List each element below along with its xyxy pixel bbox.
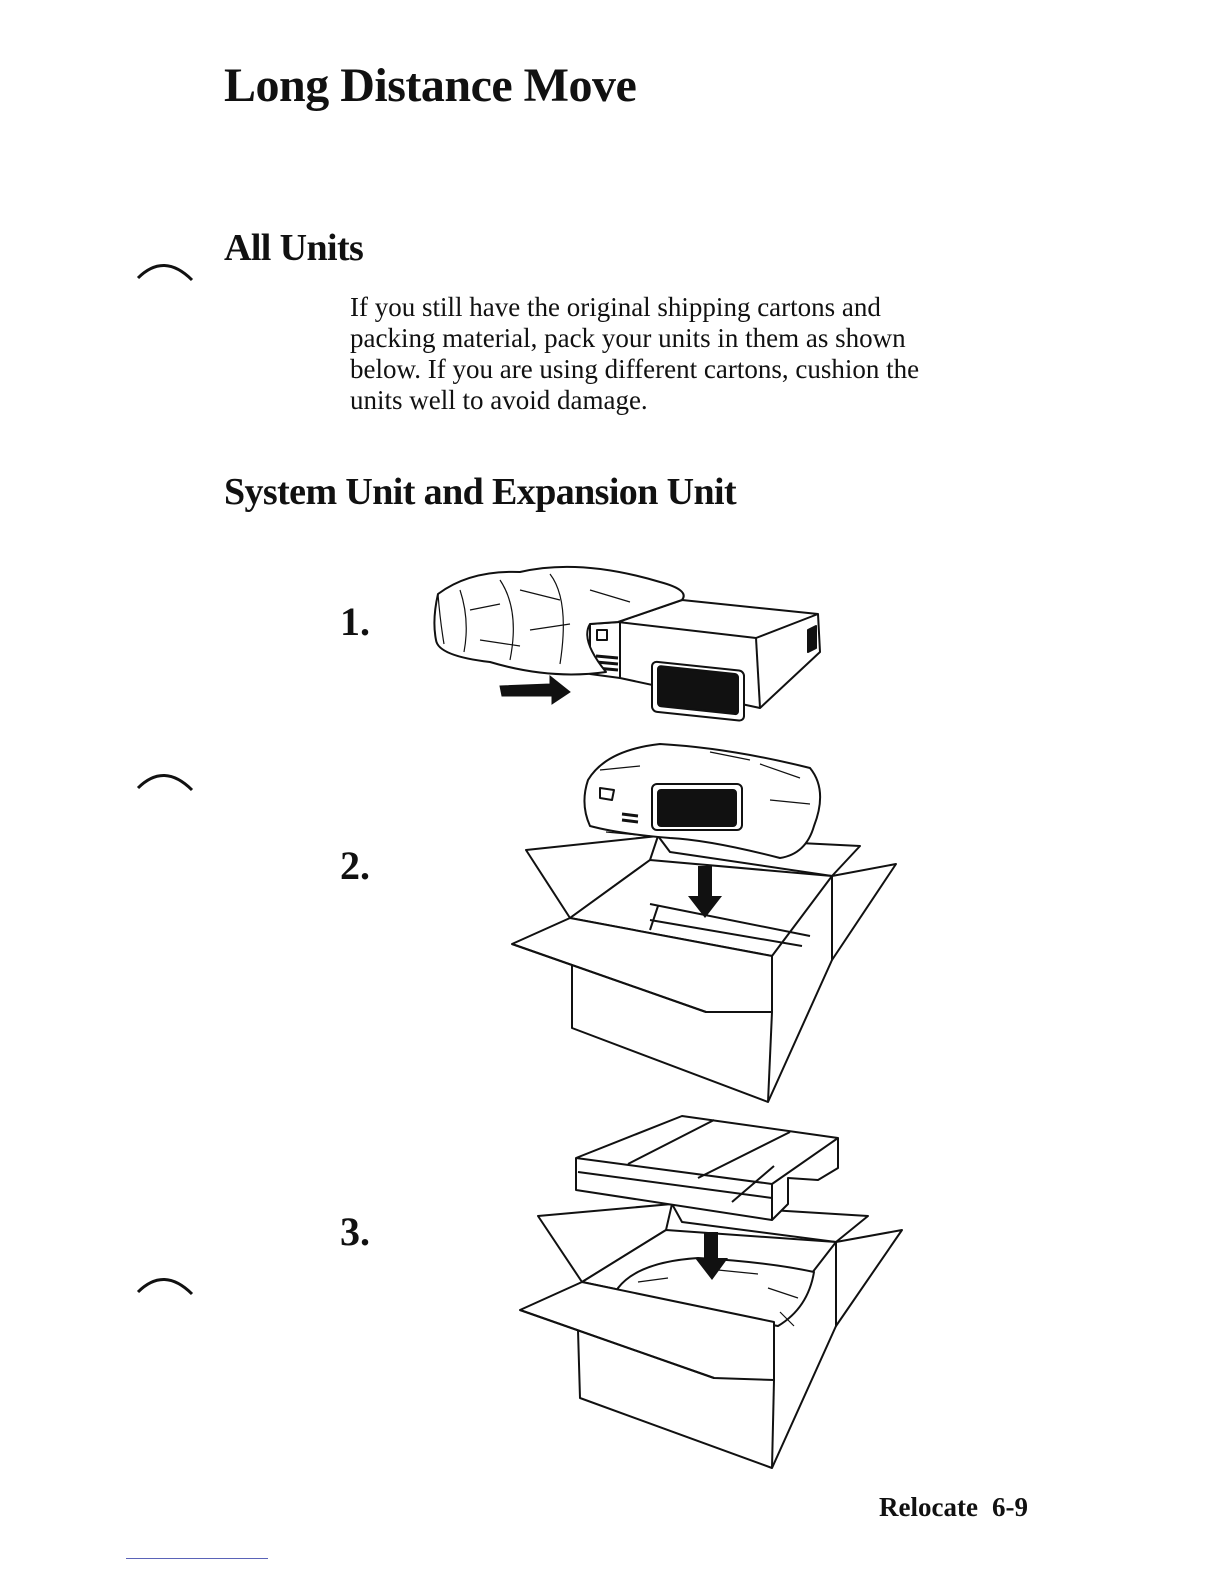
step-label-3: 3. — [340, 1208, 370, 1255]
page-title: Long Distance Move — [224, 58, 636, 113]
instructions-paragraph: If you still have the original shipping … — [350, 292, 1030, 416]
section-heading-all-units: All Units — [224, 226, 363, 270]
section-heading-system-unit: System Unit and Expansion Unit — [224, 470, 736, 514]
binder-hole-mark-1 — [136, 256, 196, 282]
binder-hole-mark-2 — [136, 766, 196, 792]
paragraph-line: packing material, pack your units in the… — [350, 323, 1030, 354]
footer-section-name: Relocate — [879, 1492, 978, 1522]
paragraph-line: units well to avoid damage. — [350, 385, 1030, 416]
binder-hole-mark-3 — [136, 1270, 196, 1296]
footer-page-number: 6-9 — [992, 1492, 1028, 1522]
step-2-illustration — [510, 740, 900, 1102]
page-footer: Relocate 6-9 — [879, 1492, 1028, 1523]
step-1-illustration — [430, 560, 830, 710]
step-label-1: 1. — [340, 598, 370, 645]
bottom-edge-rule — [126, 1558, 268, 1559]
paragraph-line: below. If you are using different carton… — [350, 354, 1030, 385]
step-label-2: 2. — [340, 842, 370, 889]
paragraph-line: If you still have the original shipping … — [350, 292, 1030, 323]
step-3-illustration — [518, 1112, 904, 1468]
